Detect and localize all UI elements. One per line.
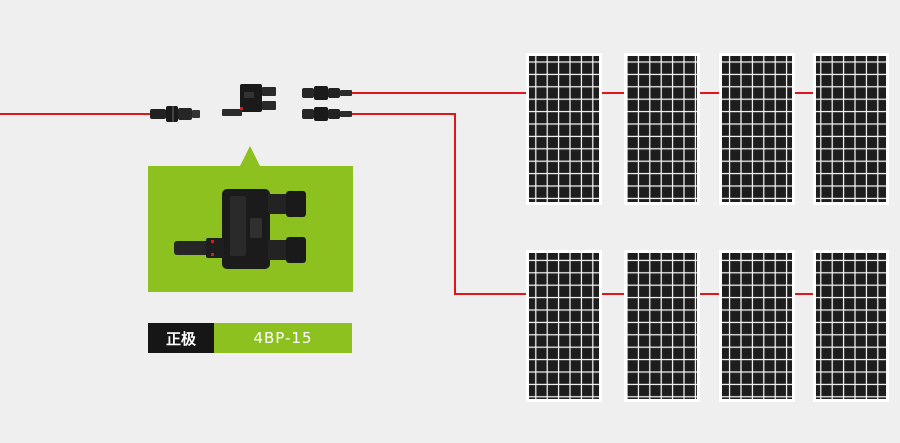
mc4-male-connector-icon [150,106,200,122]
wires [0,92,816,295]
solar-panel-icon [813,53,889,205]
solar-panel-icon [624,53,700,205]
branch-connector-enlarged-icon [174,189,306,269]
solar-panel-icon [719,250,795,402]
branch-bottom-wire [352,113,528,295]
solar-panel-icon [624,250,700,402]
connector-callout [148,146,353,292]
model-number: 4BP-15 [214,323,352,353]
solar-array [526,53,889,402]
mc4-female-connector-bottom-icon [302,107,352,121]
model-label: 正极 4BP-15 [148,323,352,353]
solar-panel-icon [813,250,889,402]
mc4-female-connector-top-icon [302,86,352,100]
polarity-label: 正极 [148,323,214,353]
branch-y-connector-icon [222,84,276,116]
solar-panel-icon [526,250,602,402]
solar-panel-icon [526,53,602,205]
solar-panel-icon [719,53,795,205]
